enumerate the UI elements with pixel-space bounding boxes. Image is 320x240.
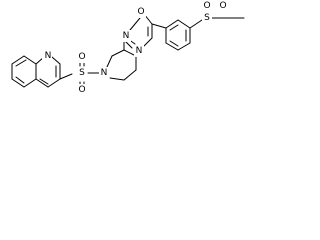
atom-n-oxadiazole-upper: N [123,31,130,41]
phenyl-ring [151,19,203,51]
atom-o-oxadiazole: O [137,7,144,17]
atom-n-quinoline: N [45,51,52,61]
quinoline-ring [11,55,73,88]
atom-s-methylsulfonyl: S [204,13,210,23]
atom-n-oxadiazole-lower: N [136,46,143,56]
atom-o-methylsulfonyl-left: O [203,1,210,11]
atom-n-piperidine: N [101,68,108,78]
atom-s-sulfonyl: S [79,68,85,78]
piperidine-ring [106,39,137,81]
atom-o-sulfonyl-bottom: O [78,85,85,95]
chemical-structure: N O S O N O N N S O O [11,0,245,96]
atom-o-sulfonyl-top: O [78,52,85,62]
atom-o-methylsulfonyl-right: O [219,1,226,11]
atom-labels: N O S O N O N N S O O [42,0,228,96]
